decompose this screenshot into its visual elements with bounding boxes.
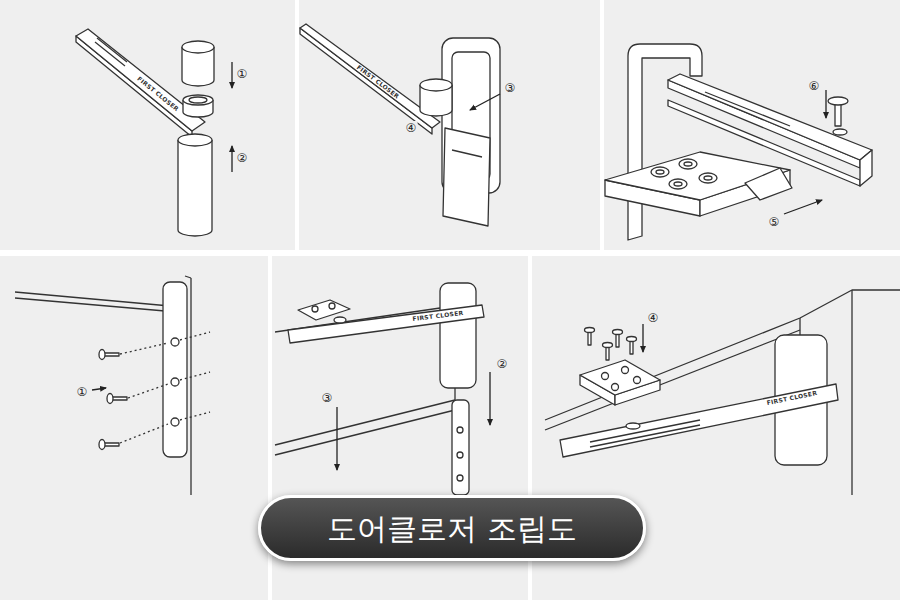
title-text: 도어클로저 조립도 — [327, 512, 577, 545]
callout-number: ② — [236, 151, 249, 165]
callout-number: ③ — [504, 81, 517, 95]
callout-number: ④ — [405, 121, 418, 135]
title-pill: 도어클로저 조립도 — [258, 495, 646, 561]
callout-number: ③ — [321, 391, 334, 405]
callout-number: ② — [496, 357, 509, 371]
callout-number: ⑥ — [808, 79, 821, 93]
callout-number: ④ — [647, 311, 660, 325]
callout-number: ⑤ — [768, 215, 781, 229]
callout-number: ① — [76, 385, 89, 399]
callout-number: ① — [236, 67, 249, 81]
